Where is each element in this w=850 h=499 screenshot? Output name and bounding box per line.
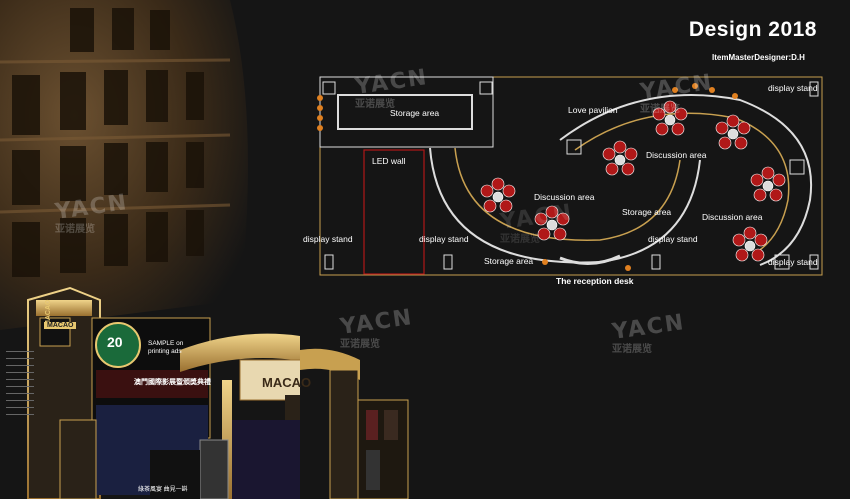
booth-main-sign: MACAO: [262, 375, 312, 390]
anniversary-number: 20: [107, 334, 123, 350]
label-display-stand-left: display stand: [303, 234, 353, 244]
label-display-stand-middle: display stand: [419, 234, 469, 244]
label-storage-area-middle: Storage area: [622, 207, 672, 217]
label-love-pavilion: Love pavilion: [568, 105, 618, 115]
plan-boundary: [319, 76, 823, 276]
page-title: Design 2018: [688, 18, 817, 41]
label-led-wall: LED wall: [372, 156, 406, 166]
label-storage-area-top: Storage area: [390, 108, 440, 118]
sample-text: SAMPLE on printing ads: [148, 340, 184, 355]
led-wall: [363, 149, 425, 275]
chinese-banner: 澳門國際影展暨頒獎典禮: [134, 379, 211, 386]
label-reception-desk: The reception desk: [556, 276, 634, 286]
designer-credit: ItemMasterDesigner:D.H: [712, 53, 805, 62]
sidebar-fine-print: [6, 348, 34, 421]
booth-rendering-right: [300, 348, 409, 499]
label-display-stand-top-right: display stand: [768, 83, 818, 93]
label-discussion-area-middle: Discussion area: [534, 192, 595, 202]
booth-top-sign: MACAO: [44, 322, 77, 329]
label-discussion-area-top: Discussion area: [646, 150, 707, 160]
label-display-stand-bottom-right: display stand: [768, 257, 818, 267]
booth-rendering: [0, 0, 300, 499]
label-display-stand-lower: display stand: [648, 234, 698, 244]
bottom-banner: 綠茶風宴 曲見一斟: [138, 487, 188, 493]
label-discussion-area-right: Discussion area: [702, 212, 763, 222]
label-storage-area-bottom: Storage area: [484, 256, 534, 266]
